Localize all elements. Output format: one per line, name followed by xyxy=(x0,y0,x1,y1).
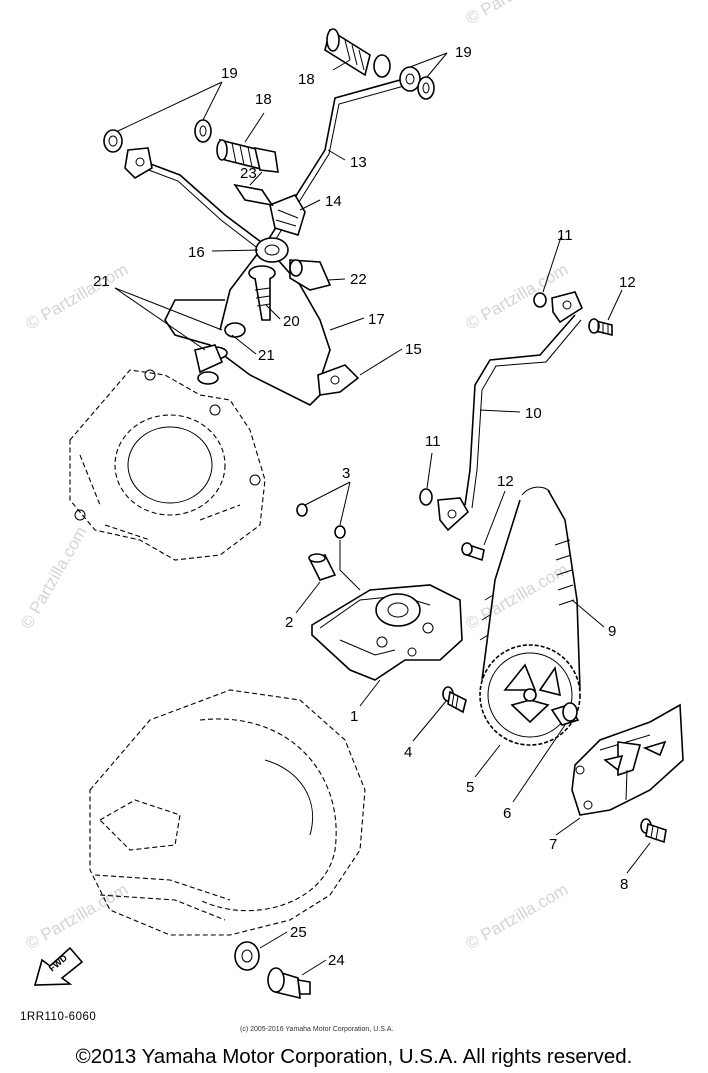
callout-10: 10 xyxy=(525,405,542,422)
screw-8 xyxy=(640,818,667,844)
watermark: © Partzilla.com xyxy=(17,523,91,632)
check-bolt-24 xyxy=(267,967,311,1000)
exploded-parts-diagram: © Partzilla.com © Partzilla.com © Partzi… xyxy=(17,0,684,1033)
union-bolt-18-left xyxy=(216,138,279,173)
callout-13: 13 xyxy=(350,154,367,171)
watermark: © Partzilla.com xyxy=(23,260,132,334)
oil-delivery-pipe-17 xyxy=(137,159,331,406)
callout-15: 15 xyxy=(405,341,422,358)
callout-16: 16 xyxy=(188,244,205,261)
callout-18-left: 18 xyxy=(255,91,272,108)
callout-11-upper: 11 xyxy=(557,227,573,244)
leader-lines xyxy=(114,52,651,976)
callout-20: 20 xyxy=(283,313,300,330)
pipe-fitting-15 xyxy=(317,364,360,396)
watermark: © Partzilla.com xyxy=(463,560,572,634)
callout-7: 7 xyxy=(549,836,557,853)
gasket-washers-19 xyxy=(103,66,435,153)
callout-19-right: 19 xyxy=(455,44,472,61)
diagram-code: 1RR110-6060 xyxy=(20,1011,96,1023)
watermark: © Partzilla.com xyxy=(463,0,572,28)
copyright-footer: ©2013 Yamaha Motor Corporation, U.S.A. A… xyxy=(75,1045,633,1068)
callout-23: 23 xyxy=(240,165,257,182)
pipe-collar-23 xyxy=(233,183,274,207)
pipe-fitting-upper-right xyxy=(533,291,613,337)
clamp-22 xyxy=(289,259,332,291)
callout-8: 8 xyxy=(620,876,628,893)
callout-24: 24 xyxy=(328,952,345,969)
callout-18-top: 18 xyxy=(298,71,315,88)
engine-cylinder-outline xyxy=(69,369,266,561)
oil-delivery-pipe-13 xyxy=(219,79,405,331)
callout-19-left: 19 xyxy=(221,65,238,82)
callout-22: 22 xyxy=(350,271,367,288)
callout-21-left: 21 xyxy=(93,273,110,290)
callout-6: 6 xyxy=(503,805,511,822)
callout-12-upper: 12 xyxy=(619,274,636,291)
callout-3: 3 xyxy=(342,465,350,482)
screw-4 xyxy=(442,686,467,714)
callout-12-lower: 12 xyxy=(497,473,514,490)
sprocket-bolt-6 xyxy=(550,702,580,726)
pipe-fitting-left xyxy=(124,147,153,180)
oil-delivery-pipe-10 xyxy=(464,314,582,509)
callout-labels: 19 19 18 18 13 23 14 16 22 21 20 17 21 1… xyxy=(93,44,636,969)
small-copyright: (c) 2005-2016 Yamaha Motor Corporation, … xyxy=(240,1026,393,1033)
o-rings-3 xyxy=(296,503,346,539)
watermark: © Partzilla.com xyxy=(23,880,132,954)
union-bolt-20 xyxy=(248,265,276,321)
callout-17: 17 xyxy=(368,311,385,328)
callout-2: 2 xyxy=(285,614,293,631)
sprocket-cover-7 xyxy=(571,703,684,816)
gaskets-21 xyxy=(194,322,246,385)
callout-9: 9 xyxy=(608,623,616,640)
dowel-pin-2 xyxy=(308,553,337,581)
drive-chain-9 xyxy=(479,486,581,691)
clamp-14 xyxy=(269,194,306,236)
gasket-25 xyxy=(234,941,260,971)
union-bolt-18-top xyxy=(324,28,391,78)
callout-11-lower: 11 xyxy=(425,433,441,450)
callout-25: 25 xyxy=(290,924,307,941)
oil-pump-1 xyxy=(311,584,463,681)
watermark: © Partzilla.com xyxy=(463,880,572,954)
watermark-layer: © Partzilla.com © Partzilla.com © Partzi… xyxy=(17,0,571,953)
callout-4: 4 xyxy=(404,744,412,761)
crankcase-outline xyxy=(89,689,366,936)
callout-14: 14 xyxy=(325,193,342,210)
forward-direction-arrow: FWD xyxy=(33,946,84,986)
callout-21-right: 21 xyxy=(258,347,275,364)
callout-5: 5 xyxy=(466,779,474,796)
union-16 xyxy=(255,237,289,263)
pump-drive-sprocket-5 xyxy=(479,644,581,746)
pipe-fitting-lower-right xyxy=(419,488,485,562)
callout-1: 1 xyxy=(350,708,358,725)
